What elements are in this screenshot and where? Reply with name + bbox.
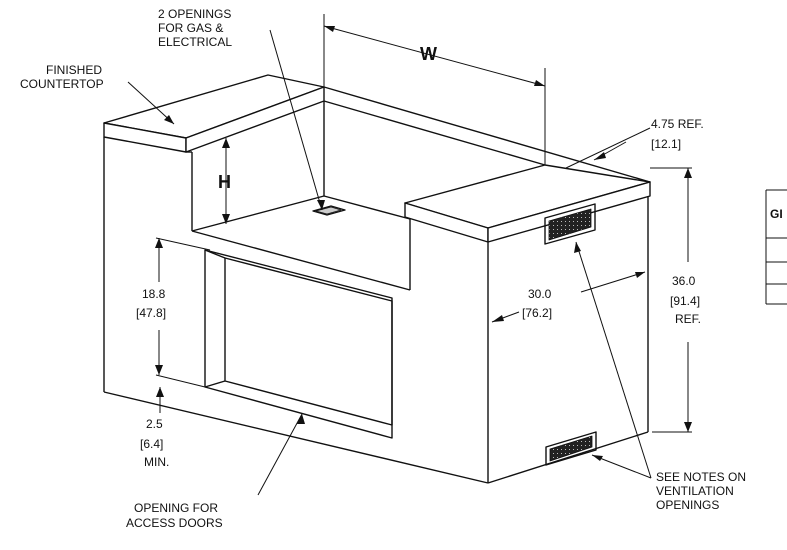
- base-min: MIN.: [144, 455, 169, 469]
- openings-label-line-1: 2 OPENINGS: [158, 7, 231, 21]
- overhang-metric: [12.1]: [651, 137, 681, 151]
- right-bottom-edge: [487, 431, 649, 484]
- back-top-edge: [323, 86, 651, 183]
- base-value: 2.5: [146, 417, 163, 431]
- width-label: W: [420, 44, 437, 64]
- front-bottom-edge: [103, 391, 489, 484]
- lower-vent-opening: [545, 431, 597, 466]
- height-h-label: H: [218, 172, 231, 192]
- recess-floor-front: [191, 230, 411, 291]
- depth-value: 30.0: [528, 287, 552, 301]
- upper-vent-opening: [544, 203, 596, 245]
- access-label-line-2: ACCESS DOORS: [126, 516, 223, 530]
- overall-height-ref: REF.: [675, 312, 701, 326]
- countertop-label-line-1: FINISHED: [46, 63, 102, 77]
- access-door-opening-inner: [224, 257, 393, 426]
- labels: 2 OPENINGS FOR GAS & ELECTRICAL FINISHED…: [20, 7, 783, 530]
- recess-floor-back: [323, 195, 411, 220]
- width-dimension-line: [323, 25, 546, 87]
- base-metric: [6.4]: [140, 437, 163, 451]
- opening-height-metric: [47.8]: [136, 306, 166, 320]
- depth-metric: [76.2]: [522, 306, 552, 320]
- opening-height-value: 18.8: [142, 287, 166, 301]
- access-label-line-1: OPENING FOR: [134, 501, 218, 515]
- overall-height-metric: [91.4]: [670, 294, 700, 308]
- vent-label-line-2: VENTILATION: [656, 484, 734, 498]
- access-door-opening-outer: [204, 249, 393, 439]
- overhang-value: 4.75 REF.: [651, 117, 704, 131]
- countertop-label-line-2: COUNTERTOP: [20, 77, 104, 91]
- openings-label-line-3: ELECTRICAL: [158, 35, 232, 49]
- table-header-partial: GI: [770, 207, 783, 221]
- vent-label-line-1: SEE NOTES ON: [656, 470, 746, 484]
- back-lower-edge: [323, 100, 546, 166]
- openings-label-line-2: FOR GAS &: [158, 21, 223, 35]
- recess-floor-left: [191, 195, 325, 232]
- overall-height-value: 36.0: [672, 274, 696, 288]
- vent-label-line-3: OPENINGS: [656, 498, 719, 512]
